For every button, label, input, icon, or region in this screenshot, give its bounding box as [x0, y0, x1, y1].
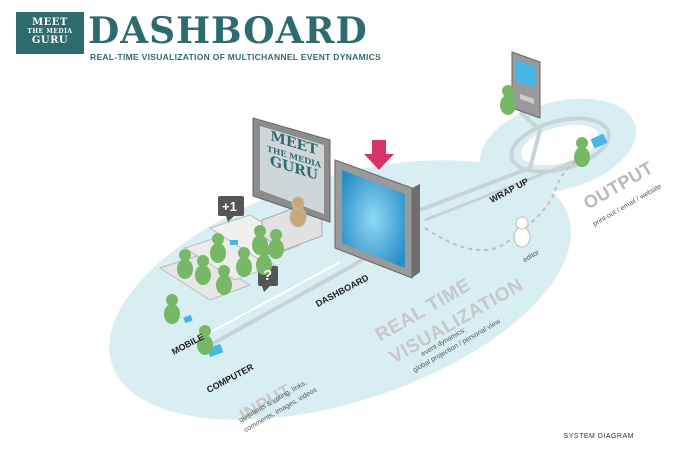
audience-member-figure	[177, 249, 193, 279]
presenter-figure	[289, 196, 307, 228]
highlight-arrow	[364, 140, 394, 170]
audience-member-figure	[216, 265, 232, 295]
audience-member-figure	[195, 255, 211, 285]
question-label: ?	[263, 267, 273, 284]
plus-one-bubble	[218, 196, 244, 216]
output-ring	[509, 116, 611, 174]
computer-user-figure	[197, 325, 213, 355]
brand-logo: MEET THE MEDIA GURU	[16, 12, 84, 54]
editor-dashed-link	[424, 159, 581, 252]
question-bubble-tail	[262, 286, 270, 292]
kiosk-tray	[520, 94, 534, 104]
mobile-user-figure	[164, 294, 180, 324]
audience-member-figure	[210, 233, 226, 263]
audience-member-figure	[256, 245, 272, 275]
plus-one-label: +1	[222, 199, 237, 214]
page-title: DASHBOARD	[88, 10, 368, 52]
plus-one-bubble-tail	[226, 216, 234, 222]
logo-line-1: MEET	[32, 17, 68, 28]
kiosk-screen	[516, 60, 536, 88]
logo-line-2: THE MEDIA	[27, 28, 73, 35]
output-laptop	[590, 133, 608, 149]
mobile-phone	[183, 314, 193, 324]
audience-member-figure	[268, 229, 284, 259]
diagram-caption: SYSTEM DIAGRAM	[563, 433, 634, 440]
logo-line-3: GURU	[31, 35, 69, 46]
input-road-2	[199, 261, 341, 339]
editor-figure	[513, 216, 531, 248]
audience-member-figure	[236, 247, 252, 277]
kiosk-user-figure	[500, 85, 516, 115]
wrapup-road	[419, 110, 543, 212]
kiosk-phone	[230, 240, 238, 245]
page-subtitle: REAL-TIME VISUALIZATION OF MULTICHANNEL …	[90, 52, 382, 62]
output-user-figure	[574, 137, 590, 167]
dashboard-monitor-side	[412, 184, 420, 278]
dashboard-monitor-screen	[342, 170, 405, 268]
big-monitor-screen	[260, 126, 324, 214]
wrapup-road-2	[424, 153, 591, 222]
